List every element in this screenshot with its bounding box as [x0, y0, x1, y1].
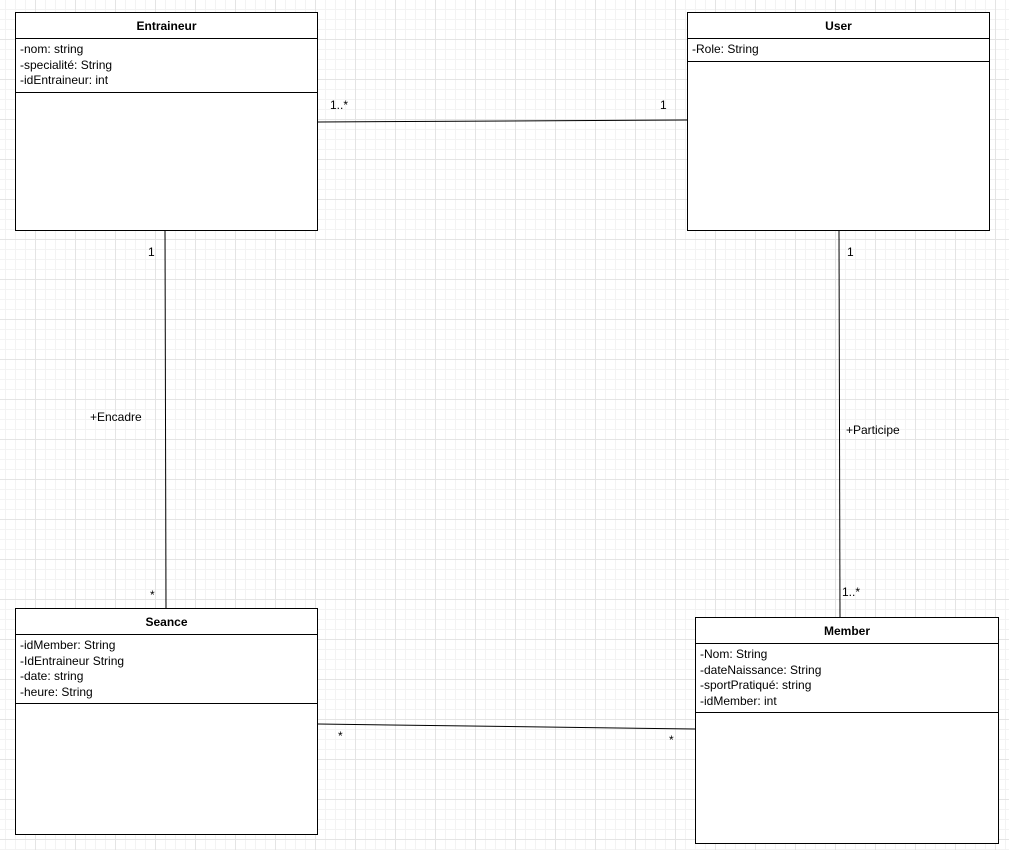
multiplicity-label: 1..* [842, 585, 861, 599]
attribute: -dateNaissance: String [700, 662, 822, 677]
role-label: +Participe [846, 423, 900, 437]
attribute: -specialité: String [20, 57, 113, 72]
attributes-section: -nom: string -specialité: String -idEntr… [16, 39, 317, 93]
attribute: -nom: string [20, 42, 84, 56]
association-line-entraineur-seance[interactable] [164, 230, 167, 609]
methods-section [696, 713, 998, 843]
multiplicity-label: 1..* [330, 98, 349, 112]
association-line-user-member[interactable] [838, 230, 841, 619]
attributes-section: -Role: String [688, 39, 989, 62]
class-name: Entraineur [16, 13, 317, 39]
attribute: -IdEntraineur String [20, 653, 125, 668]
attribute: -idMember: int [700, 693, 777, 708]
class-name: User [688, 13, 989, 39]
methods-section [688, 62, 989, 231]
class-member[interactable]: Member -Nom: String -dateNaissance: Stri… [695, 617, 999, 844]
class-user[interactable]: User -Role: String [687, 12, 990, 231]
class-name: Member [696, 618, 998, 644]
multiplicity-label: 1 [847, 245, 854, 259]
attributes-section: -Nom: String -dateNaissance: String -spo… [696, 644, 998, 713]
attribute: -heure: String [20, 684, 93, 699]
class-seance[interactable]: Seance -idMember: String -IdEntraineur S… [15, 608, 318, 835]
attribute: -sportPratiqué: string [700, 678, 812, 692]
multiplicity-label: * [669, 733, 674, 747]
attribute: -date: string [20, 669, 84, 683]
attribute: -idEntraineur: int [20, 73, 109, 87]
class-name: Seance [16, 609, 317, 635]
class-entraineur[interactable]: Entraineur -nom: string -specialité: Str… [15, 12, 318, 231]
attribute: -Role: String [692, 42, 759, 56]
association-line-seance-member[interactable] [317, 723, 696, 730]
multiplicity-label: * [150, 588, 155, 602]
role-label: +Encadre [90, 410, 142, 424]
multiplicity-label: 1 [148, 245, 155, 259]
methods-section [16, 93, 317, 231]
multiplicity-label: 1 [660, 98, 667, 112]
association-line-entraineur-user[interactable] [317, 119, 688, 123]
methods-section [16, 704, 317, 834]
attribute: -idMember: String [20, 638, 116, 652]
attribute: -Nom: String [700, 647, 768, 661]
attributes-section: -idMember: String -IdEntraineur String -… [16, 635, 317, 704]
multiplicity-label: * [338, 729, 343, 743]
